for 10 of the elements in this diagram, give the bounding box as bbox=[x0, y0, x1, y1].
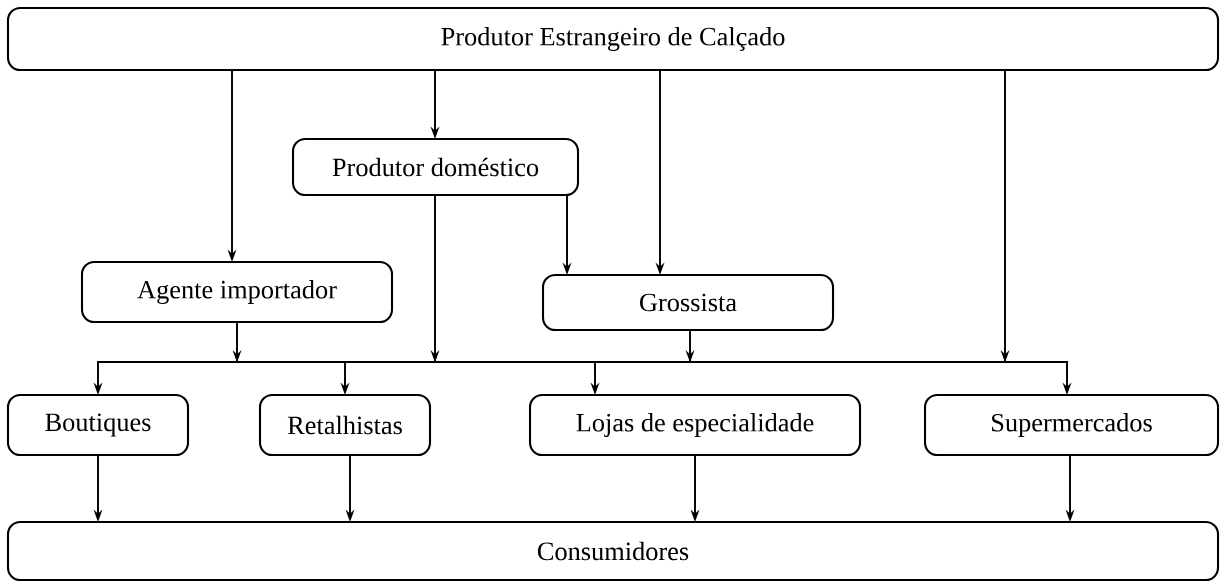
process-box: Retalhistas bbox=[258, 393, 432, 457]
process-box: Consumidores bbox=[6, 520, 1220, 582]
bus-line bbox=[97, 361, 1068, 363]
process-box: Produtor Estrangeiro de Calçado bbox=[6, 6, 1220, 72]
process-box: Lojas de especialidade bbox=[528, 393, 862, 457]
process-box: Boutiques bbox=[6, 393, 190, 457]
process-box: Supermercados bbox=[923, 393, 1220, 457]
process-box: Grossista bbox=[541, 273, 835, 332]
process-box: Agente importador bbox=[80, 260, 394, 324]
process-box: Produtor doméstico bbox=[291, 137, 580, 197]
